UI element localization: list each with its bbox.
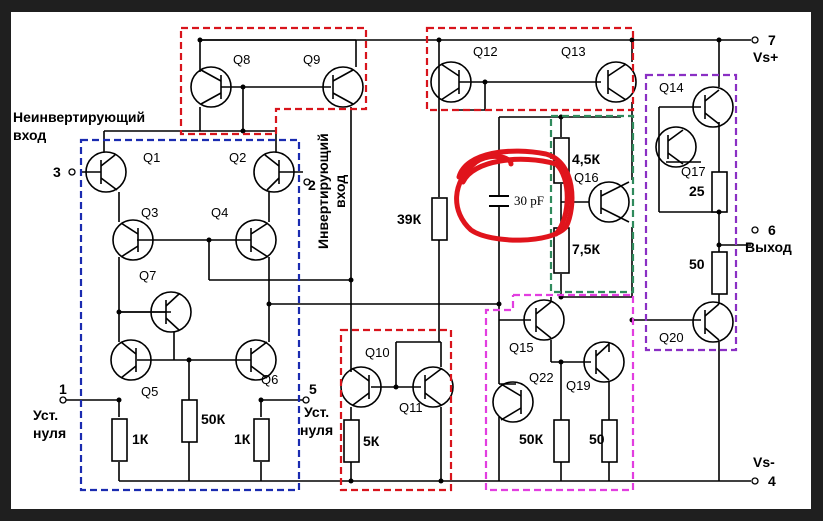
transistor-q4 bbox=[235, 219, 277, 261]
transistor-q8 bbox=[190, 66, 232, 108]
transistor-labels: Q1 Q2 Q3 Q4 Q7 Q5 Q6 Q8 Q9 Q10 Q11 Q12 Q… bbox=[139, 44, 706, 415]
transistors bbox=[81, 61, 734, 423]
label-q9: Q9 bbox=[303, 52, 320, 67]
label-r-4-5k: 4,5К bbox=[572, 151, 600, 167]
label-q7: Q7 bbox=[139, 268, 156, 283]
label-r-7-5k: 7,5К bbox=[572, 241, 600, 257]
schematic-canvas: Q1 Q2 Q3 Q4 Q7 Q5 Q6 Q8 Q9 Q10 Q11 Q12 Q… bbox=[11, 12, 811, 509]
label-q14: Q14 bbox=[659, 80, 684, 95]
label-r-25: 25 bbox=[689, 183, 705, 199]
noninv-label-2: вход bbox=[13, 127, 46, 143]
transistor-q13 bbox=[595, 61, 637, 103]
label-r-50k-mid: 50К bbox=[201, 411, 226, 427]
resistor-39k bbox=[431, 197, 448, 241]
label-q8: Q8 bbox=[233, 52, 250, 67]
label-r-50k-bot: 50К bbox=[519, 431, 544, 447]
label-q17: Q17 bbox=[681, 164, 706, 179]
offset1-pin: 1 bbox=[59, 381, 67, 397]
transistor-q17 bbox=[655, 126, 697, 168]
resistor-50k-bot bbox=[553, 419, 570, 463]
label-q1: Q1 bbox=[143, 150, 160, 165]
transistor-q7 bbox=[119, 291, 192, 333]
out-label: Выход bbox=[745, 239, 792, 255]
label-r-50-bot: 50 bbox=[589, 431, 605, 447]
transistor-q3 bbox=[112, 219, 154, 261]
label-r-39k: 39К bbox=[397, 211, 422, 227]
op-amp-schematic: Q1 Q2 Q3 Q4 Q7 Q5 Q6 Q8 Q9 Q10 Q11 Q12 Q… bbox=[13, 26, 792, 492]
transistor-q22 bbox=[492, 381, 534, 423]
transistor-q14 bbox=[692, 86, 734, 128]
red-box-q12-q13 bbox=[425, 26, 635, 112]
transistor-q16 bbox=[588, 181, 630, 223]
offset5-label-2: нуля bbox=[300, 422, 333, 438]
resistor-5k bbox=[343, 419, 360, 463]
purple-box-output bbox=[644, 73, 738, 352]
label-q16: Q16 bbox=[574, 170, 599, 185]
red-box-q8-q9 bbox=[179, 26, 368, 136]
offset5-label-1: Уст. bbox=[304, 404, 329, 420]
inv-pin: 2 bbox=[308, 177, 316, 193]
offset1-label-2: нуля bbox=[33, 425, 66, 441]
offset5-pin: 5 bbox=[309, 381, 317, 397]
red-box-q10-q11 bbox=[339, 328, 453, 492]
inv-label-1: Инвертирующий bbox=[315, 133, 331, 249]
transistor-q1 bbox=[81, 151, 127, 193]
label-r-1k-right: 1К bbox=[234, 431, 251, 447]
resistor-25 bbox=[711, 171, 728, 213]
vplus-pin: 7 bbox=[768, 32, 776, 48]
resistor-50-out bbox=[711, 251, 728, 295]
label-r-1k-left: 1К bbox=[132, 431, 149, 447]
resistor-1k-right bbox=[253, 418, 270, 462]
label-r-5k: 5К bbox=[363, 433, 380, 449]
transistor-q19 bbox=[583, 341, 625, 383]
resistor-50k-mid bbox=[181, 399, 198, 443]
label-q13: Q13 bbox=[561, 44, 586, 59]
transistor-q10 bbox=[340, 366, 382, 408]
green-box-q16 bbox=[549, 114, 635, 294]
label-q4: Q4 bbox=[211, 205, 228, 220]
grouping-boxes bbox=[79, 26, 738, 492]
transistor-q11 bbox=[412, 366, 454, 408]
offset1-label-1: Уст. bbox=[33, 407, 58, 423]
vplus-label: Vs+ bbox=[753, 49, 778, 65]
transistor-q5 bbox=[110, 339, 152, 381]
noninv-label-1: Неинвертирующий bbox=[13, 109, 145, 125]
resistor-50-bot bbox=[601, 419, 618, 463]
noninv-pin: 3 bbox=[53, 164, 61, 180]
transistor-q20 bbox=[692, 301, 734, 343]
out-pin: 6 bbox=[768, 222, 776, 238]
transistor-q2 bbox=[253, 151, 303, 193]
blue-box-input-stage bbox=[79, 138, 301, 492]
transistor-q12 bbox=[430, 61, 472, 103]
label-q11: Q11 bbox=[399, 400, 423, 415]
label-q10: Q10 bbox=[365, 345, 390, 360]
pink-box-q15-q22 bbox=[484, 293, 635, 492]
label-q5: Q5 bbox=[141, 384, 158, 399]
label-q12: Q12 bbox=[473, 44, 498, 59]
inv-label-2: вход bbox=[332, 175, 348, 208]
resistor-labels: 1К 50К 1К 5К 39К 4,5К 7,5К 25 50 50К 50 bbox=[132, 151, 705, 449]
vminus-label: Vs- bbox=[753, 454, 775, 470]
transistor-q9 bbox=[322, 66, 364, 108]
resistors bbox=[111, 137, 728, 463]
pin-labels: Неинвертирующий вход 3 2 Инвертирующий в… bbox=[13, 32, 792, 489]
label-q19: Q19 bbox=[566, 378, 591, 393]
label-r-50-out: 50 bbox=[689, 256, 705, 272]
label-q20: Q20 bbox=[659, 330, 684, 345]
label-q15: Q15 bbox=[509, 340, 534, 355]
annotation-scribble bbox=[454, 148, 575, 243]
transistor-q15 bbox=[523, 299, 565, 341]
vminus-pin: 4 bbox=[768, 473, 776, 489]
label-q2: Q2 bbox=[229, 150, 246, 165]
resistor-1k-left bbox=[111, 418, 128, 462]
label-q6: Q6 bbox=[261, 372, 278, 387]
label-q3: Q3 bbox=[141, 205, 158, 220]
terminals bbox=[59, 36, 759, 485]
label-q22: Q22 bbox=[529, 370, 554, 385]
capacitor-30pf bbox=[489, 195, 509, 207]
transistor-q6 bbox=[235, 339, 277, 381]
label-cap: 30 pF bbox=[514, 193, 544, 208]
